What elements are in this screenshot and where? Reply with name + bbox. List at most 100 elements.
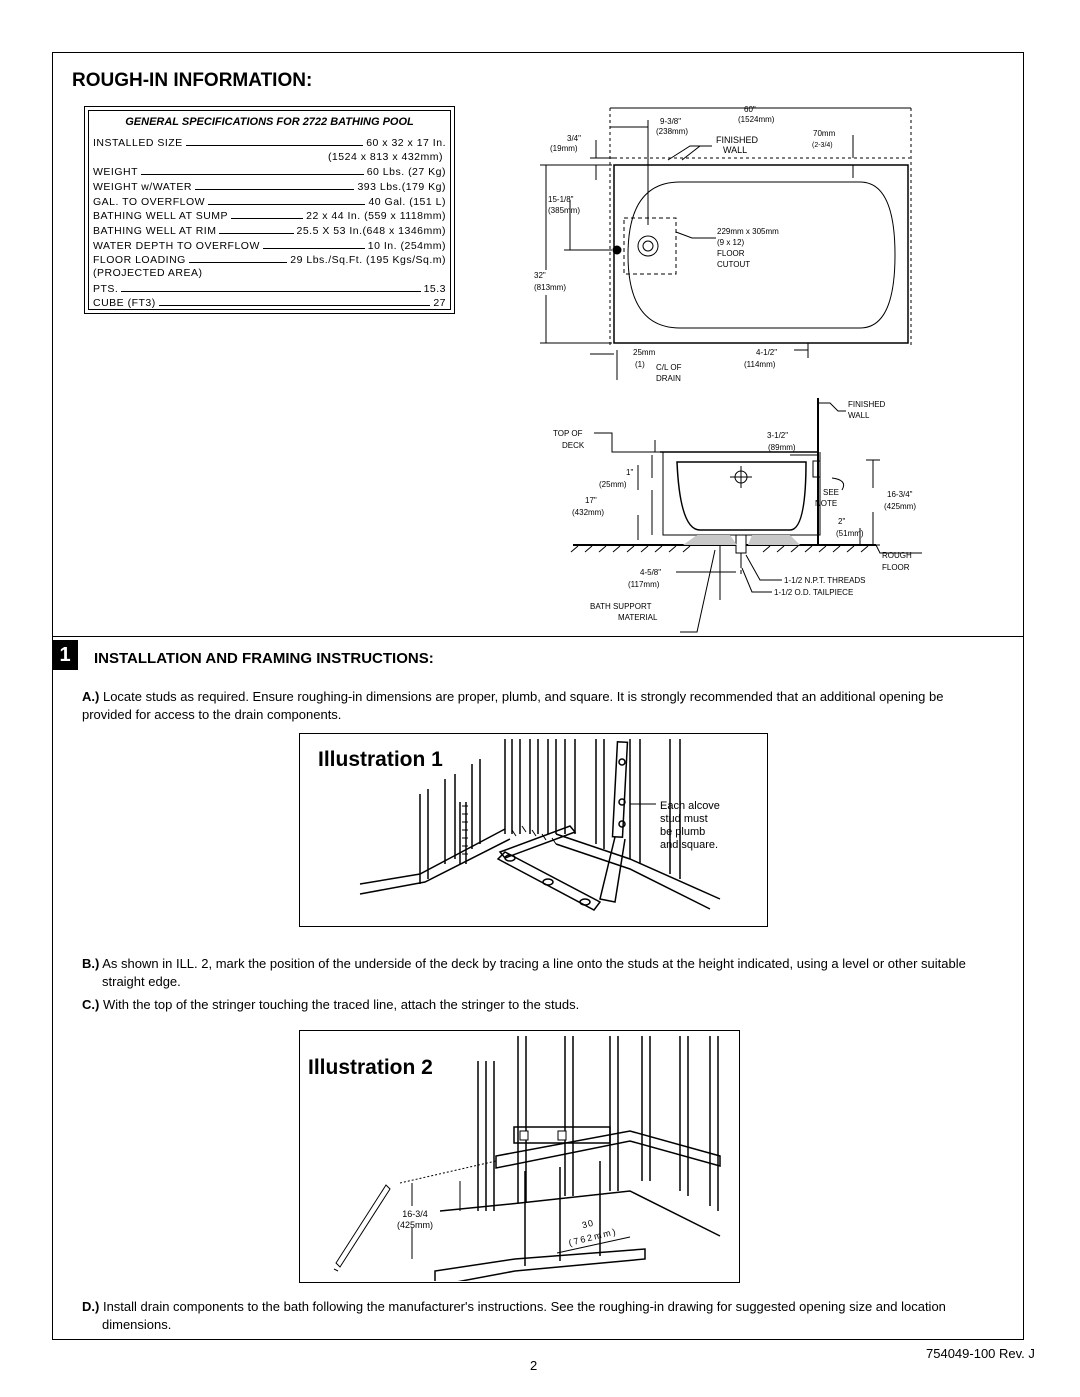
- spec-value-metric: (1524 x 813 x 432mm): [327, 151, 443, 163]
- dim-label: (385mm): [548, 206, 580, 215]
- spec-row: WATER DEPTH TO OVERFLOW 10 In. (254mm): [93, 238, 446, 252]
- instruction-d: D.) Install drain components to the bath…: [82, 1298, 992, 1334]
- illustration-2-dim-height: 16-3/4 (425mm): [397, 1209, 433, 1231]
- section-title: INSTALLATION AND FRAMING INSTRUCTIONS:: [94, 650, 434, 667]
- top-of-deck-label: DECK: [562, 441, 585, 450]
- page-number: 2: [530, 1358, 538, 1373]
- dim-label: (51mm): [836, 529, 864, 538]
- spec-value: 25.5 X 53 In.(648 x 1346mm): [296, 225, 446, 237]
- spec-value: 60 x 32 x 17 In.: [366, 137, 446, 149]
- finished-wall-label: WALL: [723, 145, 747, 155]
- tailpiece-label: 1-1/2 O.D. TAILPIECE: [774, 588, 853, 597]
- spec-value: 393 Lbs.(179 Kg): [357, 181, 446, 193]
- spec-note: (PROJECTED AREA): [93, 267, 203, 279]
- see-note-label: SEE: [823, 488, 839, 497]
- note-line: stud must: [660, 813, 708, 825]
- rough-floor-label: FLOOR: [882, 563, 910, 572]
- spec-value: 10 In. (254mm): [367, 240, 446, 252]
- floor-cutout: [623, 217, 677, 275]
- spec-row: PTS. 15.3: [93, 281, 446, 295]
- instruction-text: Install drain components to the bath fol…: [102, 1299, 946, 1332]
- finished-wall-label: WALL: [848, 411, 870, 420]
- spec-value: 27: [433, 297, 446, 309]
- bath-support-label: MATERIAL: [618, 613, 658, 622]
- drain-label: DRAIN: [656, 374, 681, 383]
- spec-row: BATHING WELL AT SUMP 22 x 44 In. (559 x 1…: [93, 208, 446, 222]
- illustration-2-drawing: [333, 1036, 721, 1281]
- dim-label: 70mm: [813, 129, 836, 138]
- dim-label: (114mm): [744, 360, 776, 369]
- spec-row: CUBE (FT3) 27: [93, 295, 446, 309]
- dim-label: 32": [534, 271, 546, 280]
- dim-label: 3/4": [567, 134, 581, 143]
- drain-circle-outer: [637, 235, 659, 257]
- dim-label: (1): [635, 360, 645, 369]
- step-number: 1: [52, 640, 78, 670]
- threads-label: 1-1/2 N.P.T. THREADS: [784, 576, 866, 585]
- tub-section-inner: [676, 461, 807, 531]
- spec-table-title: GENERAL SPECIFICATIONS FOR 2722 BATHING …: [125, 116, 414, 128]
- illustration-title: Illustration 2: [308, 1056, 433, 1079]
- illustration-2: Illustration 2: [299, 1030, 740, 1283]
- spec-value: 40 Gal. (151 L): [368, 196, 446, 208]
- instruction-text: As shown in ILL. 2, mark the position of…: [102, 956, 966, 989]
- dim-label: 9-3/8": [660, 117, 681, 126]
- illustration-1-drawing: [359, 739, 721, 911]
- dim-label: 16-3/4: [402, 1209, 428, 1219]
- spec-label: GAL. TO OVERFLOW: [93, 196, 206, 208]
- spec-value: 15.3: [423, 283, 446, 295]
- note-line: Each alcove: [660, 800, 720, 812]
- dim-label: 1": [626, 468, 633, 477]
- tub-basin: [627, 181, 896, 329]
- instruction-label: A.): [82, 689, 100, 704]
- spec-label: INSTALLED SIZE: [93, 137, 183, 149]
- rough-floor-label: ROUGH: [882, 551, 912, 560]
- section-divider: [52, 636, 1024, 637]
- dim-label: 25mm: [633, 348, 656, 357]
- note-line: and square.: [660, 839, 719, 851]
- spec-label: BATHING WELL AT SUMP: [93, 210, 229, 222]
- dim-label: 15-1/8": [548, 195, 574, 204]
- spec-label: CUBE (FT3): [93, 297, 156, 309]
- spec-row: BATHING WELL AT RIM 25.5 X 53 In.(648 x 1…: [93, 223, 446, 237]
- drain-dot: [612, 245, 622, 255]
- spec-table: GENERAL SPECIFICATIONS FOR 2722 BATHING …: [84, 106, 455, 314]
- dim-label: (2-3/4): [812, 142, 833, 149]
- spec-value: 60 Lbs. (27 Kg): [366, 166, 446, 178]
- document-number: 754049-100 Rev. J: [926, 1346, 1035, 1361]
- illustration-1-note: Each alcove stud must be plumb and squar…: [660, 800, 720, 852]
- spec-table-inner: [88, 110, 451, 310]
- illustration-1: Illustration 1: [299, 733, 768, 927]
- finished-wall-label: FINISHED: [716, 135, 759, 145]
- dim-label: (425mm): [397, 1220, 434, 1230]
- dim-label: 3-1/2": [767, 431, 788, 440]
- dim-label: (813mm): [534, 283, 566, 292]
- tub-section: [662, 452, 821, 536]
- cutout-label: FLOOR: [717, 249, 745, 258]
- spec-value: 22 x 44 In. (559 x 1118mm): [306, 210, 446, 222]
- spec-label: BATHING WELL AT RIM: [93, 225, 217, 237]
- dim-label: (238mm): [656, 127, 688, 136]
- cutout-label: 229mm x 305mm: [717, 227, 779, 236]
- illustration-title: Illustration 1: [318, 748, 443, 771]
- dim-label: (25mm): [599, 480, 627, 489]
- spec-label: PTS.: [93, 283, 119, 295]
- spec-label: WEIGHT w/WATER: [93, 181, 192, 193]
- instruction-a: A.) Locate studs as required. Ensure rou…: [82, 688, 992, 724]
- note-line: be plumb: [660, 826, 706, 838]
- dim-label: (19mm): [550, 144, 578, 153]
- page-frame: [52, 52, 1024, 1340]
- spec-row: GAL. TO OVERFLOW 40 Gal. (151 L): [93, 194, 446, 208]
- instruction-c: C.) With the top of the stringer touchin…: [82, 996, 992, 1014]
- instruction-text: With the top of the stringer touching th…: [102, 997, 580, 1012]
- dim-label: 2": [838, 517, 845, 526]
- dim-label: (432mm): [572, 508, 604, 517]
- see-note-label: NOTE: [815, 499, 837, 508]
- bath-support-label: BATH SUPPORT: [590, 602, 652, 611]
- drain-label: C/L OF: [656, 363, 682, 372]
- spec-label: WATER DEPTH TO OVERFLOW: [93, 240, 260, 252]
- spec-value: 29 Lbs./Sq.Ft. (195 Kgs/Sq.m): [290, 254, 446, 266]
- dim-label: (425mm): [884, 502, 916, 511]
